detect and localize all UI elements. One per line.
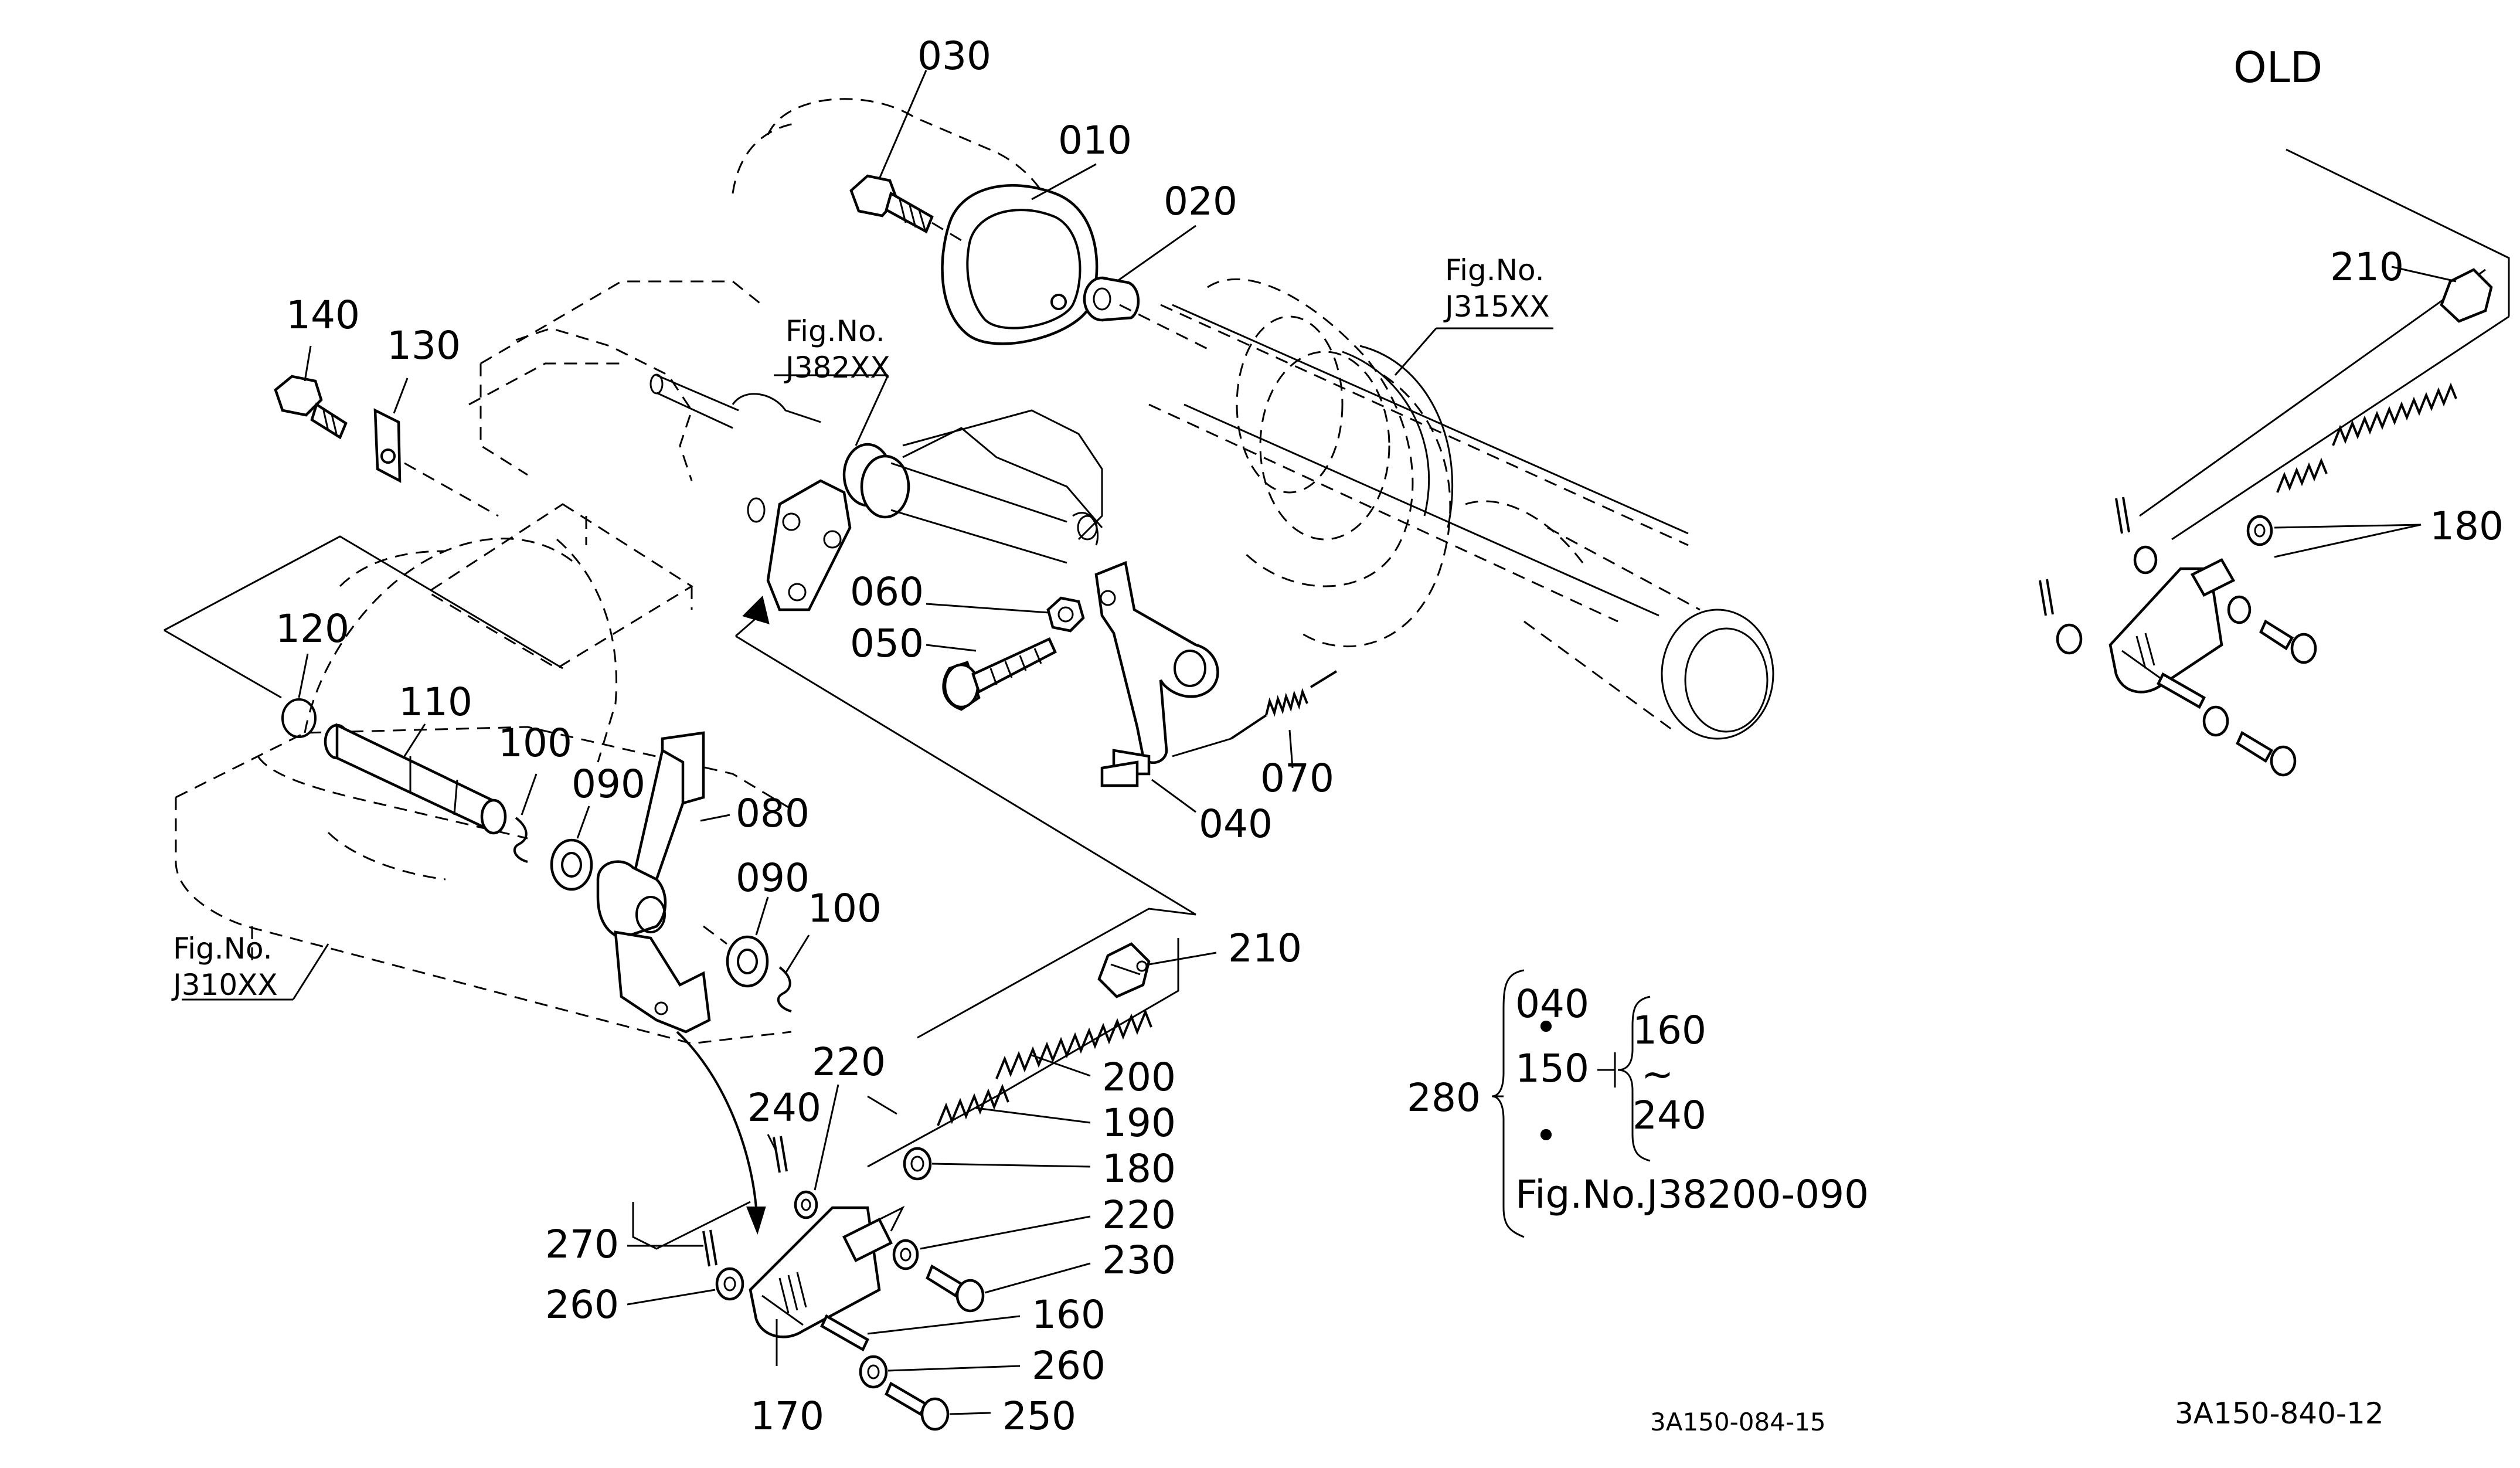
rod-body[interactable]: [749, 1205, 905, 1338]
part-callouts: 030 010 020 140 130 120 110 100 090 080 …: [276, 33, 2504, 1439]
transmission-housing-phantom: [175, 98, 1774, 1045]
callout-110[interactable]: 110: [399, 679, 472, 725]
diagram-code-left: 3A150-084-15: [1650, 1408, 1826, 1436]
assembly-note: 280 040 • 150 160 ~ 240 • Fig.No.J38200-…: [1407, 969, 1869, 1238]
callout-080[interactable]: 080: [736, 791, 810, 836]
old-variant-rod-assembly: [2039, 148, 2510, 777]
collar-020[interactable]: [1083, 276, 1140, 322]
callout-260-a[interactable]: 260: [545, 1282, 619, 1327]
callout-260-b[interactable]: 260: [1032, 1343, 1106, 1388]
callout-010[interactable]: 010: [1058, 118, 1132, 163]
variant-label: OLD: [2233, 43, 2322, 92]
callout-120[interactable]: 120: [276, 606, 349, 651]
assembly-note-main[interactable]: 280: [1407, 1075, 1481, 1120]
callout-270[interactable]: 270: [545, 1222, 619, 1267]
washer-090-a[interactable]: [550, 838, 593, 891]
explosion-guide-lines: [164, 535, 1196, 1250]
gasket-plate-010[interactable]: [941, 184, 1099, 345]
callout-070[interactable]: 070: [1260, 756, 1334, 801]
washer-220-a[interactable]: [794, 1190, 818, 1219]
figure-ref-j315-line2: J315XX: [1443, 290, 1550, 324]
washer-180[interactable]: [903, 1147, 932, 1181]
callout-230[interactable]: 230: [1102, 1238, 1176, 1283]
assembly-note-150[interactable]: 150: [1515, 1046, 1589, 1091]
cotter-pin-240[interactable]: [773, 1136, 788, 1173]
figure-ref-j382-line2: J382XX: [784, 351, 890, 385]
figure-ref-j310-line1: Fig.No.: [173, 932, 273, 966]
bolt-050[interactable]: [942, 637, 1057, 711]
figure-ref-j310-line2: J310XX: [171, 968, 278, 1002]
callout-170[interactable]: 170: [750, 1394, 824, 1439]
assembly-line: [703, 925, 727, 945]
callout-240[interactable]: 240: [747, 1085, 821, 1130]
assembly-note-range-start[interactable]: 160: [1633, 1008, 1706, 1053]
callout-210[interactable]: 210: [1228, 926, 1302, 971]
callout-220-a[interactable]: 220: [812, 1039, 886, 1085]
pin-230[interactable]: [926, 1264, 985, 1313]
lever-shaft-assembly-j382: [649, 373, 1103, 611]
washer-260-a[interactable]: [715, 1267, 744, 1301]
lever-080[interactable]: [596, 731, 711, 1034]
callout-140[interactable]: 140: [286, 293, 360, 338]
assembly-note-dot-2: •: [1535, 1113, 1557, 1158]
callout-040[interactable]: 040: [1199, 801, 1273, 847]
assembly-line: [404, 462, 499, 517]
callout-050[interactable]: 050: [850, 621, 924, 666]
plate-130[interactable]: [373, 408, 402, 483]
callout-130[interactable]: 130: [387, 323, 461, 368]
nut-060[interactable]: [1046, 596, 1085, 633]
callout-090-b[interactable]: 090: [736, 855, 810, 900]
callout-old-210[interactable]: 210: [2330, 244, 2404, 290]
assembly-note-dot-1: •: [1535, 1005, 1557, 1050]
washer-220-b[interactable]: [892, 1239, 919, 1270]
assembly-line: [1119, 304, 1214, 353]
callout-100-a[interactable]: 100: [498, 721, 572, 766]
callout-190[interactable]: 190: [1102, 1100, 1176, 1146]
callout-090-a[interactable]: 090: [572, 762, 645, 807]
callout-160[interactable]: 160: [1032, 1292, 1106, 1337]
bolt-140[interactable]: [274, 375, 348, 440]
figure-ref-j382-line1: Fig.No.: [785, 314, 885, 348]
callout-250[interactable]: 250: [1002, 1394, 1076, 1439]
callout-old-180[interactable]: 180: [2430, 504, 2504, 549]
arm-040[interactable]: [1094, 560, 1219, 787]
snap-pin-100-b[interactable]: [777, 966, 792, 1012]
callout-180[interactable]: 180: [1102, 1146, 1176, 1191]
assembly-note-range-sep: ~: [1641, 1052, 1674, 1097]
assembly-note-range-end[interactable]: 240: [1633, 1093, 1706, 1138]
snap-pin-100-a[interactable]: [513, 817, 528, 863]
shaft-110[interactable]: [324, 723, 507, 835]
callout-100-b[interactable]: 100: [808, 886, 882, 931]
callout-020[interactable]: 020: [1164, 179, 1237, 224]
callout-200[interactable]: 200: [1102, 1055, 1176, 1100]
diagram-code-right: 3A150-840-12: [2175, 1396, 2384, 1430]
spring-190[interactable]: [937, 1083, 1009, 1126]
washer-090-b[interactable]: [726, 935, 769, 988]
spring-200[interactable]: [995, 1008, 1152, 1079]
washer-260-b[interactable]: [859, 1355, 888, 1389]
o-ring-120[interactable]: [281, 698, 317, 738]
assembly-note-ref[interactable]: Fig.No.J38200-090: [1515, 1172, 1869, 1217]
callout-060[interactable]: 060: [850, 569, 924, 614]
assembly-note-040[interactable]: 040: [1515, 981, 1589, 1027]
spring-070[interactable]: [1172, 670, 1338, 757]
assembly-line: [931, 222, 962, 242]
pin-250[interactable]: [885, 1381, 950, 1431]
direction-arrow: [676, 596, 770, 1235]
callout-220-b[interactable]: 220: [1102, 1192, 1176, 1238]
pin-160[interactable]: [820, 1314, 869, 1352]
callout-030[interactable]: 030: [917, 33, 991, 79]
figure-ref-j315[interactable]: Fig.No. J315XX: [1436, 253, 1553, 329]
cotter-pin-270[interactable]: [702, 1229, 717, 1267]
bolt-030[interactable]: [849, 174, 934, 234]
figure-ref-j315-line1: Fig.No.: [1445, 253, 1545, 287]
figure-ref-j310[interactable]: Fig.No. J310XX: [171, 932, 278, 1002]
axle-housing: [1172, 304, 1689, 617]
figure-ref-j382[interactable]: Fig.No. J382XX: [784, 314, 890, 385]
rod-end-210[interactable]: [1097, 942, 1151, 998]
